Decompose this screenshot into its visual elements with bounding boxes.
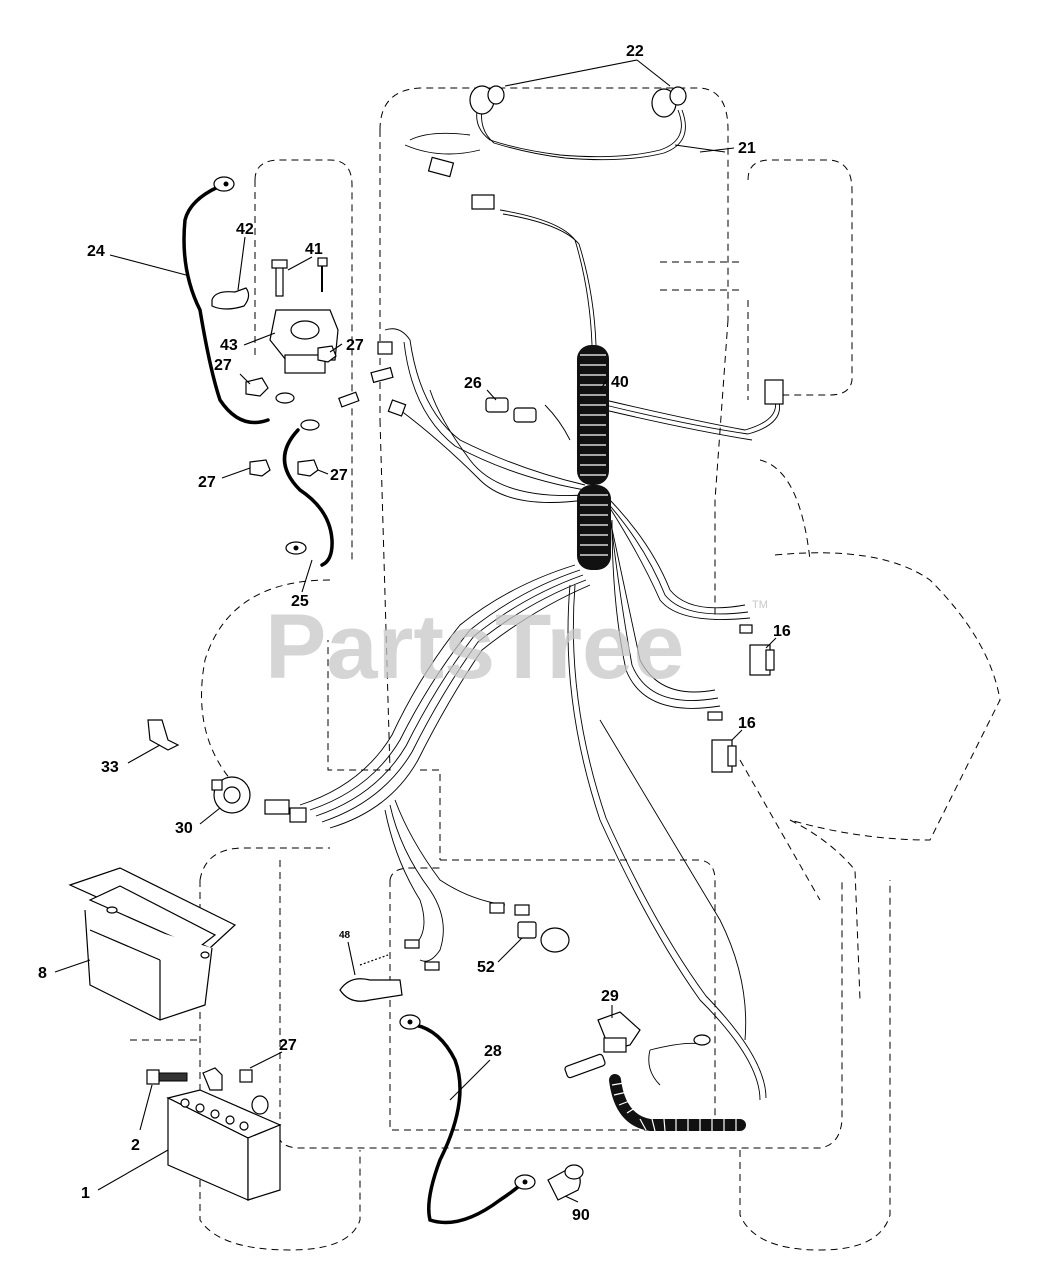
callout-27-nut-d: 27 <box>330 467 348 484</box>
callout-40: 40 <box>611 374 629 391</box>
headlight-left <box>469 85 505 115</box>
callout-43: 43 <box>220 337 238 354</box>
cable-24 <box>182 185 270 425</box>
leader-lines <box>54 59 777 1203</box>
callout-21: 21 <box>738 140 756 157</box>
callout-28: 28 <box>484 1043 502 1060</box>
cable-28 <box>413 1023 522 1225</box>
components <box>68 85 784 1201</box>
headlight-right <box>651 86 687 118</box>
watermark-text: PartsTree <box>265 596 684 698</box>
callout-24: 24 <box>87 243 105 260</box>
watermark: PartsTree TM <box>265 596 768 698</box>
callout-27-nut-b: 27 <box>346 337 364 354</box>
callout-26: 26 <box>464 375 482 392</box>
battery-cables <box>182 185 522 1225</box>
callout-25: 25 <box>291 593 309 610</box>
callout-41: 41 <box>305 241 323 258</box>
callout-16-lower: 16 <box>738 715 756 732</box>
callout-33: 33 <box>101 759 119 776</box>
corrugated-loom <box>577 345 746 1132</box>
callout-27-nut-a: 27 <box>214 357 232 374</box>
callout-27-nut-c: 27 <box>198 474 216 491</box>
cable-25 <box>282 428 334 567</box>
callout-1: 1 <box>81 1185 90 1202</box>
callout-29: 29 <box>601 988 619 1005</box>
callout-30: 30 <box>175 820 193 837</box>
battery <box>166 1089 282 1201</box>
callout-27-battery: 27 <box>279 1037 297 1054</box>
callout-8: 8 <box>38 965 47 982</box>
callout-42: 42 <box>236 221 254 238</box>
battery-box <box>68 867 237 1021</box>
callout-22: 22 <box>626 43 644 60</box>
callout-52: 52 <box>477 959 495 976</box>
callout-16-upper: 16 <box>773 623 791 640</box>
tractor-outline <box>130 87 1001 1251</box>
callout-2: 2 <box>131 1137 140 1154</box>
harness-wires <box>299 99 781 1101</box>
callout-labels: 22 21 24 42 41 43 27 27 27 27 26 40 25 1… <box>38 43 791 1224</box>
callout-90: 90 <box>572 1207 590 1224</box>
callout-48: 48 <box>339 930 351 941</box>
watermark-trademark: TM <box>752 599 768 611</box>
